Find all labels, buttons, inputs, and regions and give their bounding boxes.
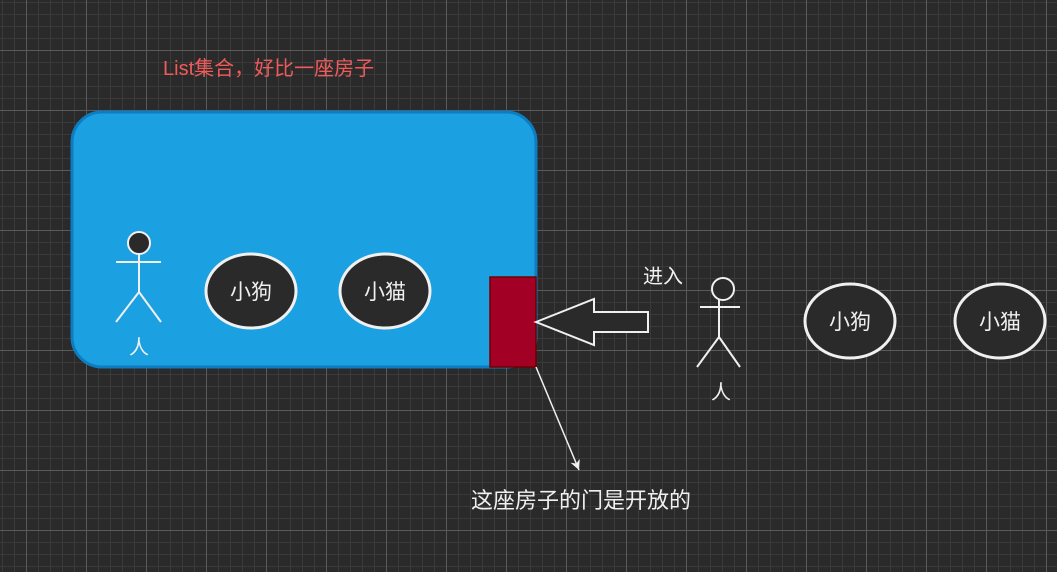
dog-outside[interactable]: 小狗 [803,282,897,360]
enter-label: 进入 [643,264,683,288]
dog-inside[interactable]: 小狗 [204,252,298,330]
person-inside-label: 人 [129,335,149,359]
enter-arrow-icon[interactable] [533,297,649,347]
person-outside-icon[interactable] [696,277,741,368]
door-note-connector[interactable] [535,366,580,471]
dog-outside-label: 小狗 [829,310,871,334]
cat-inside[interactable]: 小猫 [338,252,432,330]
cat-inside-label: 小猫 [364,280,406,304]
person-inside-icon[interactable] [115,231,162,323]
door[interactable] [489,276,537,368]
cat-outside-label: 小猫 [979,310,1021,334]
person-outside-label: 人 [711,380,731,404]
door-note-label: 这座房子的门是开放的 [471,489,691,514]
title-label: List集合，好比一座房子 [163,57,374,80]
dog-inside-label: 小狗 [230,280,272,304]
cat-outside[interactable]: 小猫 [953,282,1047,360]
